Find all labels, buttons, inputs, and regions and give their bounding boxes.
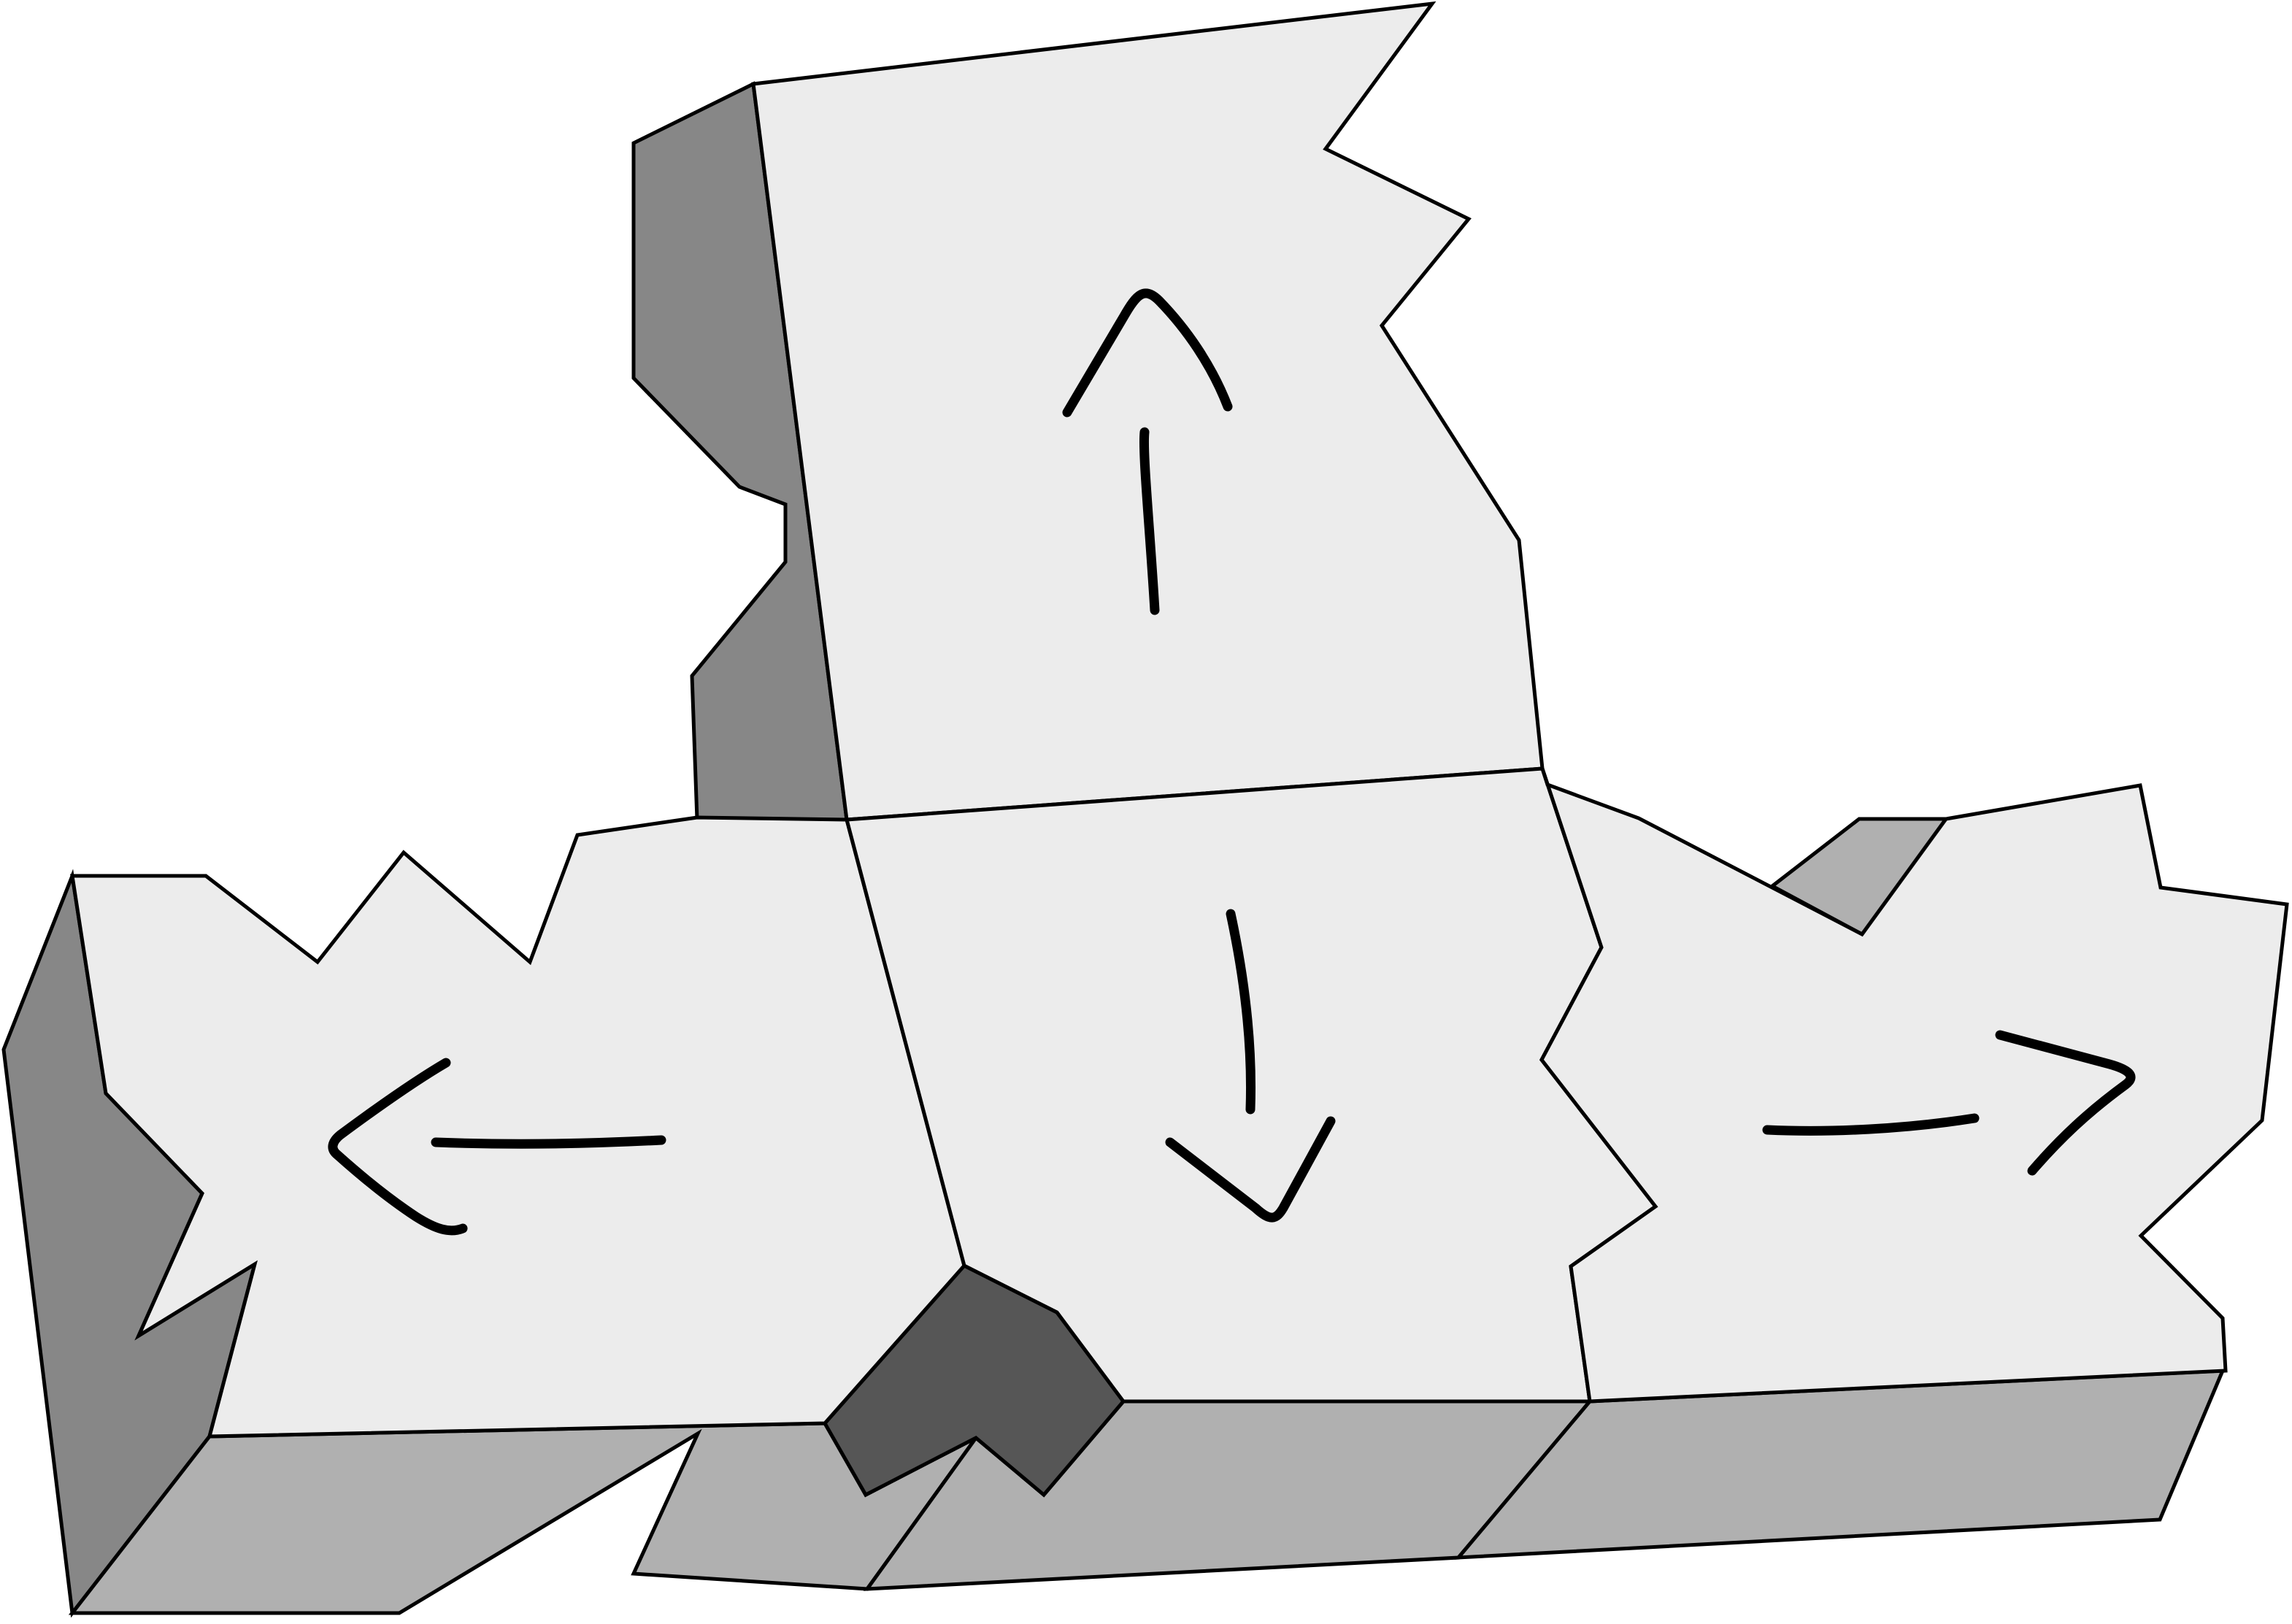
top-tile	[751, 1, 1545, 822]
arrow-left-icon	[328, 1058, 666, 1236]
arrow-down-icon	[1165, 909, 1336, 1223]
top-faces	[70, 1, 2289, 1439]
arrow-right-icon	[1762, 1030, 2136, 1176]
side-faces	[1, 81, 2226, 1618]
right-tile	[1539, 768, 2289, 1404]
arrow-up-icon	[1062, 288, 1233, 615]
